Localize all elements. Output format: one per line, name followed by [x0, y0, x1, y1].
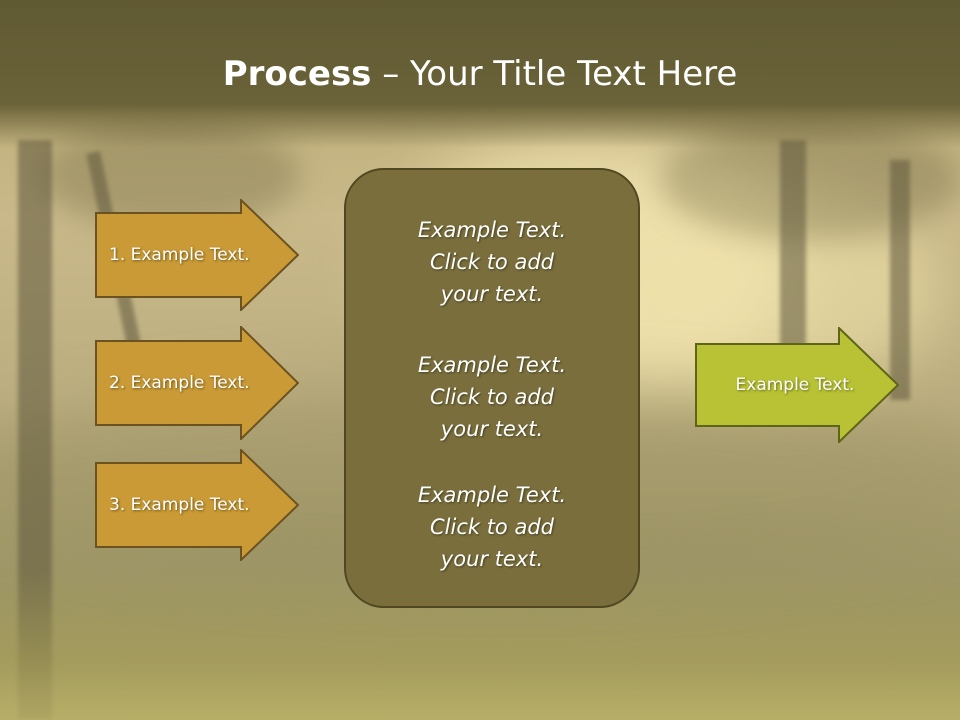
title-bar: Process – Your Title Text Here — [0, 0, 960, 148]
step-arrow-3[interactable]: 3. Example Text. — [95, 449, 299, 561]
output-arrow-label: Example Text. — [735, 375, 855, 395]
output-arrow[interactable]: Example Text. — [695, 327, 899, 443]
title-bold-part: Process — [222, 54, 372, 94]
center-text-block-3[interactable]: Example Text. Click to add your text. — [346, 479, 638, 575]
arrow-shape — [95, 199, 299, 311]
block-line: your text. — [440, 417, 544, 441]
block-line: your text. — [440, 282, 544, 306]
block-line: Example Text. — [417, 218, 567, 242]
background-tree-trunk — [890, 160, 910, 400]
step-arrow-2[interactable]: 2. Example Text. — [95, 326, 299, 440]
block-line: Click to add — [429, 385, 554, 409]
block-line: Click to add — [429, 250, 554, 274]
title-rest-part: – Your Title Text Here — [371, 54, 738, 94]
block-line: your text. — [440, 547, 544, 571]
center-text-box[interactable]: Example Text. Click to add your text. Ex… — [344, 168, 640, 608]
block-line: Example Text. — [417, 483, 567, 507]
arrow-shape — [95, 326, 299, 440]
step-arrow-label: 2. Example Text. — [109, 373, 250, 393]
background-tree-trunk — [780, 140, 806, 370]
slide-title[interactable]: Process – Your Title Text Here — [0, 52, 960, 96]
step-arrow-1[interactable]: 1. Example Text. — [95, 199, 299, 311]
step-arrow-label: 1. Example Text. — [109, 245, 250, 265]
center-text-block-1[interactable]: Example Text. Click to add your text. — [346, 214, 638, 310]
block-line: Click to add — [429, 515, 554, 539]
block-line: Example Text. — [417, 353, 567, 377]
arrow-shape — [95, 449, 299, 561]
arrow-shape — [695, 327, 899, 443]
step-arrow-label: 3. Example Text. — [109, 495, 250, 515]
center-text-block-2[interactable]: Example Text. Click to add your text. — [346, 349, 638, 445]
